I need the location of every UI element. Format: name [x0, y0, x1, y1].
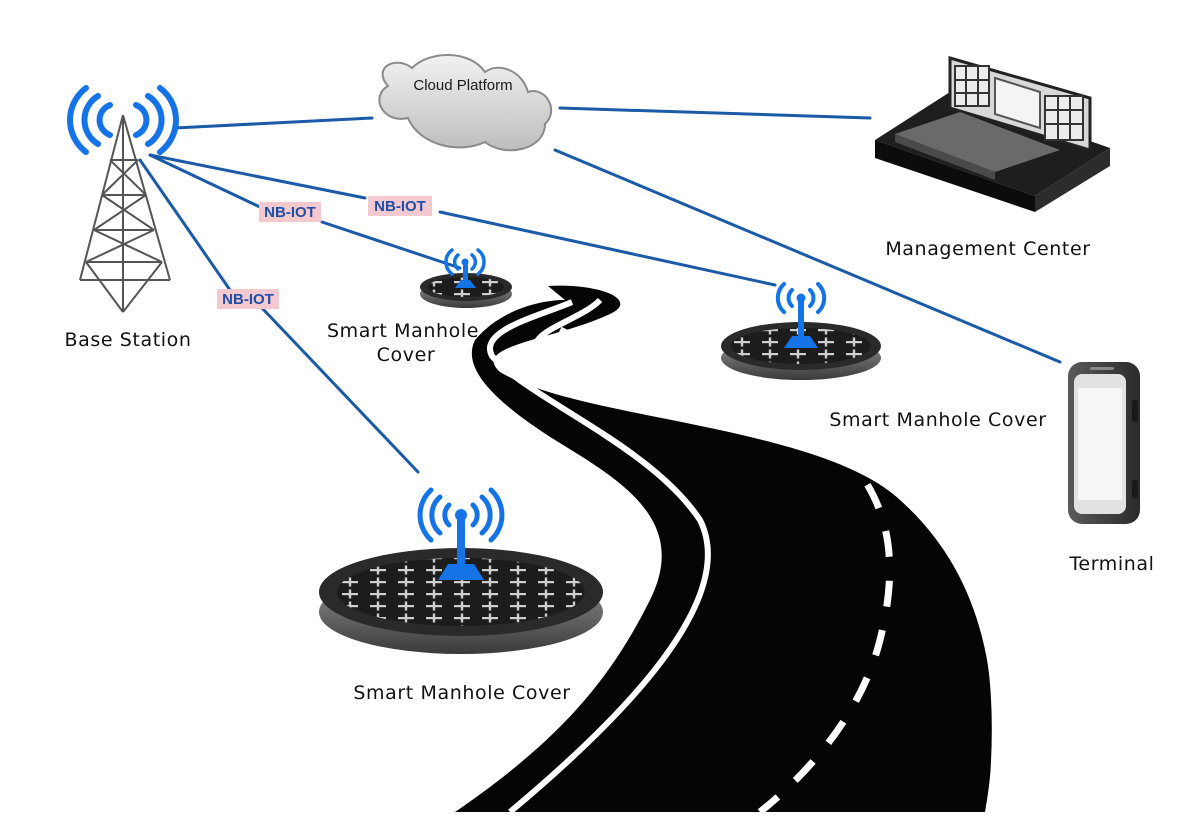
nb-iot-label: NB-IOT [264, 204, 316, 221]
manhole-cover-icon [319, 548, 603, 654]
road-surface [455, 285, 993, 812]
road-edge-line [532, 297, 998, 813]
nb-iot-tag: NB-IOT [259, 202, 321, 222]
manhole-small-label: Smart Manhole [327, 320, 479, 342]
link-base-to-manhole-large [260, 306, 420, 474]
link-cloud-to-terminal [553, 148, 1062, 364]
manhole-large-label: Smart Manhole Cover [353, 682, 570, 704]
link-base-to-manhole-large [138, 158, 232, 292]
nb-iot-tag: NB-IOT [368, 196, 432, 216]
nb-iot-tag: NB-IOT [217, 289, 279, 309]
cloud-icon [378, 54, 553, 152]
wireless-signal-icon [417, 487, 505, 580]
nb-iot-label: NB-IOT [222, 291, 274, 308]
link-base-to-manhole-medium [438, 210, 777, 287]
manhole-small-label-line2: Cover [377, 344, 436, 366]
network-links [138, 106, 1062, 474]
wireless-signal-icon [67, 85, 179, 155]
management-center-label: Management Center [885, 238, 1090, 260]
link-cloud-to-management [558, 106, 872, 120]
road-center-dashes [558, 326, 894, 815]
link-base-to-manhole-small [148, 153, 264, 210]
base-station-label: Base Station [64, 329, 191, 351]
control-room-icon [875, 56, 1110, 212]
radio-tower-icon [79, 114, 171, 313]
manhole-medium-label: Smart Manhole Cover [829, 409, 1046, 431]
wireless-signal-icon [775, 282, 827, 348]
link-base-to-cloud [173, 116, 374, 130]
road-icon [455, 285, 998, 815]
smartphone-icon [1068, 362, 1140, 524]
cloud-platform-label: Cloud Platform [413, 77, 512, 94]
link-base-to-manhole-medium [148, 153, 367, 200]
nb-iot-label: NB-IOT [374, 198, 426, 215]
link-base-to-manhole-small [320, 220, 462, 270]
wireless-signal-icon [444, 248, 486, 288]
road-edge-line [487, 299, 711, 815]
terminal-label: Terminal [1068, 553, 1154, 575]
